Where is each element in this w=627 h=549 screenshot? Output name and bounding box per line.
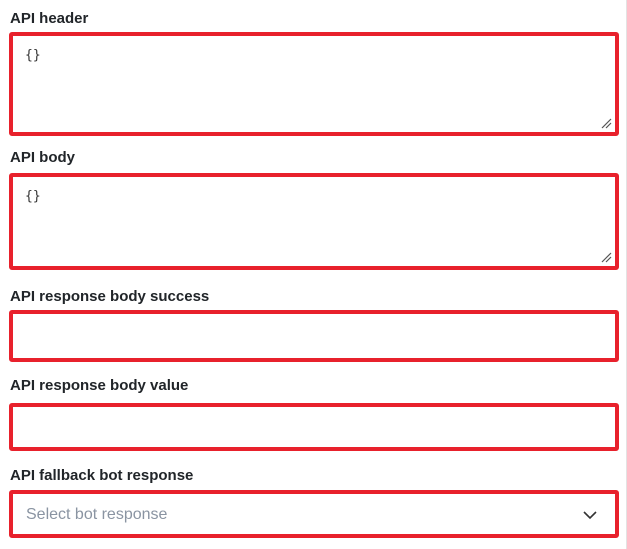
api-body-label: API body (10, 149, 76, 166)
api-header-value: {} (25, 48, 41, 63)
api-response-body-value-label: API response body value (10, 377, 189, 394)
api-response-body-success-field[interactable] (9, 310, 619, 362)
api-response-body-value-field[interactable] (9, 403, 619, 451)
api-fallback-bot-response-select[interactable]: Select bot response (9, 490, 619, 538)
resize-grip-icon[interactable] (600, 117, 612, 129)
api-fallback-bot-response-label: API fallback bot response (10, 467, 194, 484)
api-header-label: API header (10, 10, 89, 27)
select-placeholder: Select bot response (26, 506, 168, 523)
api-header-field[interactable]: {} (9, 32, 619, 136)
api-body-field[interactable]: {} (9, 173, 619, 270)
resize-grip-icon[interactable] (600, 251, 612, 263)
api-response-body-success-input[interactable] (13, 314, 615, 358)
chevron-down-icon[interactable] (583, 510, 597, 520)
api-response-body-value-input[interactable] (13, 407, 615, 447)
api-response-body-success-label: API response body success (10, 288, 210, 305)
api-body-value: {} (25, 189, 41, 204)
